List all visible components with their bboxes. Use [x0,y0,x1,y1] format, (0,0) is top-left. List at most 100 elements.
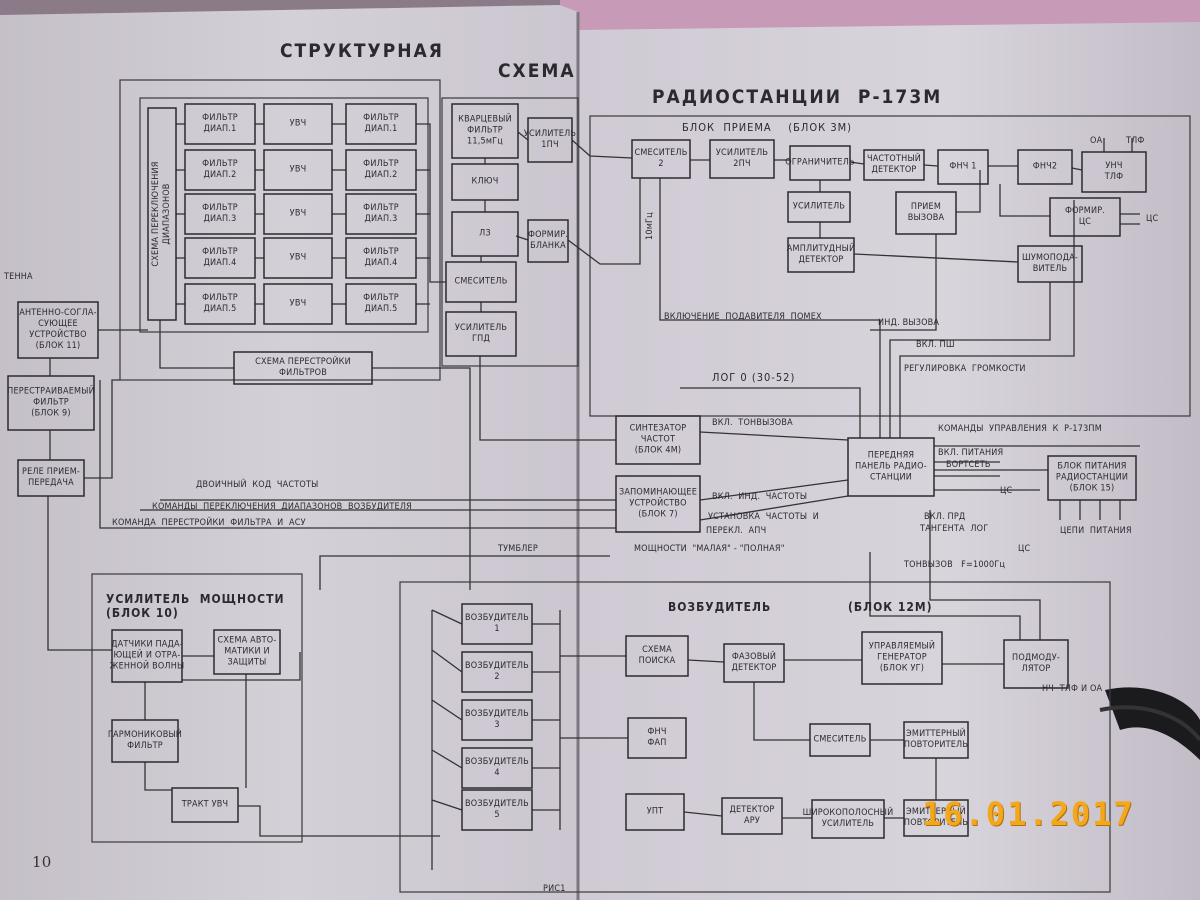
block-aru: ДЕТЕКТОР АРУ [729,805,775,826]
group-frame [119,79,441,381]
label-tangent: ТАНГЕНТА ЛОГ [920,524,989,534]
block-memory: ЗАПОМИНАЮЩЕЕ УСТРОЙСТВО (БЛОК 7) [618,487,698,520]
signal-line [144,762,172,791]
signal-line [680,387,861,438]
block-mixer2-frame [631,139,691,179]
block-shaper-frame [527,219,569,263]
signal-line [517,131,529,141]
block-tun-filter-frame [7,375,95,431]
label-log0: ЛОГ 0 (30-52) [712,371,796,384]
signal-line [659,178,881,438]
block-synth-frame [615,415,701,465]
signal-line [869,552,1021,640]
block-unch: УНЧ ТЛФ [1104,161,1124,182]
block-upt-frame [625,793,685,831]
signal-line [479,356,616,441]
block-exc-4: ВОЗБУДИТЕЛЬ 4 [465,757,529,778]
block-amp: УСИЛИТЕЛЬ [792,201,846,212]
block-aru-frame [721,797,783,835]
block-harm-filter-frame [111,719,179,763]
block-search: СХЕМА ПОИСКА [638,645,676,666]
block-amp-frame [787,191,851,223]
block-mixer3: СМЕСИТЕЛЬ [813,734,867,745]
label-unch-out: НЧ ТЛФ И ОА [1042,684,1103,694]
block-relay: РЕЛЕ ПРИЕМ- ПЕРЕДАЧА [21,467,81,488]
block-band-switch-frame [147,107,177,321]
block-pa-auto: СХЕМА АВТО- МАТИКИ И ЗАЩИТЫ [217,635,277,668]
block-relay-frame [17,459,85,497]
block-f-in-2: ФИЛЬТР ДИАП.2 [202,159,238,180]
label-pa-unit: УСИЛИТЕЛЬ МОЩНОСТИ (БЛОК 10) [106,592,285,620]
block-mixer1-frame [445,261,517,303]
label-ctrl-cmd: КОМАНДЫ УПРАВЛЕНИЯ К Р-173ПМ [938,424,1102,434]
block-uvch-5: УВЧ [289,298,307,309]
block-f-out-4: ФИЛЬТР ДИАП.4 [363,247,399,268]
block-amp-2pch-frame [709,139,775,179]
block-mixer1: СМЕСИТЕЛЬ [454,276,508,287]
block-synth: СИНТЕЗАТОР ЧАСТОТ (БЛОК 4М) [629,423,687,456]
block-psu: БЛОК ПИТАНИЯ РАДИОСТАНЦИИ (БЛОК 15) [1055,461,1129,494]
block-f-out-2: ФИЛЬТР ДИАП.2 [363,159,399,180]
block-f-in-1: ФИЛЬТР ДИАП.1 [202,113,238,134]
label-filter-cmd: КОМАНДА ПЕРЕСТРОЙКИ ФИЛЬТРА И АСУ [112,518,306,528]
block-ant-match: АНТЕННО-СОГЛА- СУЮЩЕЕ УСТРОЙСТВО (БЛОК 1… [19,308,97,351]
block-harm-filter: ГАРМОНИКОВЫЙ ФИЛЬТР [107,730,183,751]
block-exc-2-frame [461,651,533,693]
block-uvch-4-frame [263,237,333,279]
block-amp-1pch-frame [527,117,573,163]
signal-line [99,380,616,529]
block-form-cs-frame [1049,197,1121,237]
signal-line [699,431,849,441]
block-uvch-1-frame [263,103,333,145]
signal-line [683,811,723,817]
label-band-cmd: КОМАНДЫ ПЕРЕКЛЮЧЕНИЯ ДИАПАЗОНОВ ВОЗБУДИТ… [152,502,412,512]
block-front-panel: ПЕРЕДНЯЯ ПАНЕЛЬ РАДИО- СТАНЦИИ [855,450,927,483]
group-frame [139,97,429,333]
page-number: 10 [32,853,52,871]
label-f10: 10мГц [645,212,655,240]
signal-line [870,234,937,331]
block-f-out-3: ФИЛЬТР ДИАП.3 [363,203,399,224]
signal-line [431,609,463,625]
label-tone-f: ТОНВЫЗОВ F=1000Гц [904,560,1006,570]
signal-line [431,749,463,769]
label-cs2: ЦС [1018,544,1031,554]
block-emitter: ЭМИТТЕРНЫЙ ПОВТОРИТЕЛЬ [903,729,969,750]
block-search-frame [625,635,689,677]
signal-line [238,805,440,837]
signal-line [159,320,234,369]
block-exc-1: ВОЗБУДИТЕЛЬ 1 [465,613,529,634]
block-quartz-frame [451,103,519,159]
signal-line [929,510,1041,640]
signal-line [1071,167,1083,171]
group-frame [399,581,1111,893]
title-right: РАДИОСТАНЦИИ Р-173М [652,86,943,108]
signal-line [182,652,301,681]
block-band-switch: СХЕМА ПЕРЕКЛЮЧЕНИЯ ДИАПАЗОНОВ [151,161,172,267]
block-retune-frame [233,351,373,385]
label-out-oa: ОА [1090,136,1103,146]
block-submod: ПОДМОДУ- ЛЯТОР [1012,653,1060,674]
label-tone-call: ВКЛ. ТОНВЫЗОВА [712,418,793,428]
block-exc-2: ВОЗБУДИТЕЛЬ 2 [465,661,529,682]
signal-line [567,178,641,265]
block-gpd: УСИЛИТЕЛЬ ГПД [454,323,508,344]
block-freq-det-frame [863,149,925,181]
signal-line [923,164,939,167]
block-f-out-5-frame [345,283,417,325]
block-amp-1pch: УСИЛИТЕЛЬ 1ПЧ [523,129,577,150]
title-left: СТРУКТУРНАЯ [280,40,444,62]
signal-line [999,184,1050,217]
label-noise-off: ВКЛЮЧЕНИЕ ПОДАВИТЕЛЯ ПОМЕХ [664,312,822,322]
block-vco-frame [861,631,943,685]
block-fnch2-frame [1017,149,1073,185]
block-f-in-3: ФИЛЬТР ДИАП.3 [202,203,238,224]
signal-line [571,139,633,159]
signal-line [372,367,471,590]
label-power-lines: ЦЕПИ ПИТАНИЯ [1060,526,1132,536]
block-shaper: ФОРМИР. БЛАНКА [527,230,569,251]
signal-line [899,200,1075,438]
block-front-panel-frame [847,437,935,497]
block-pa-auto-frame [213,629,281,675]
